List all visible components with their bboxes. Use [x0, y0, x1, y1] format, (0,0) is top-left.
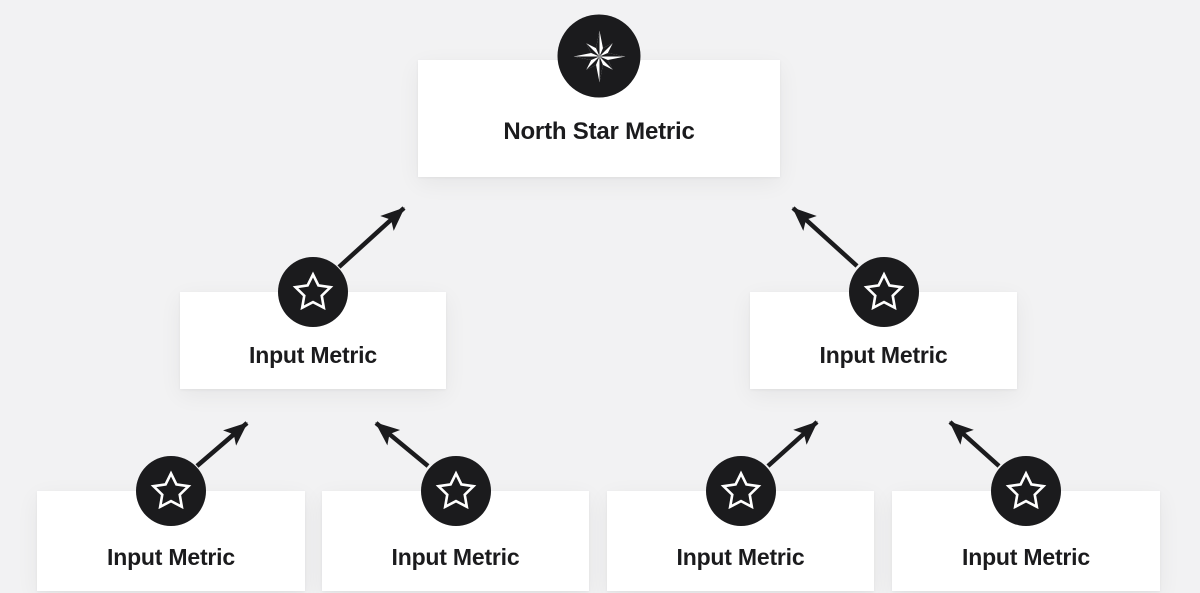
arrow-mid-right-to-root	[791, 206, 859, 268]
node-input-metric-left: Input Metric	[180, 257, 446, 389]
star-outline-icon	[150, 470, 192, 510]
star-outline-icon	[863, 271, 904, 311]
arrow-input1-to-left	[195, 421, 249, 468]
node-label: Input Metric	[819, 341, 948, 368]
input-metric-badge	[136, 456, 206, 526]
node-input-metric-right: Input Metric	[750, 257, 1017, 389]
star-outline-icon	[435, 470, 476, 510]
input-metric-badge	[420, 456, 491, 526]
node-label: Input Metric	[249, 341, 377, 368]
node-label: Input Metric	[391, 543, 520, 570]
arrow-mid-left-to-root	[337, 206, 406, 269]
node-label: North Star Metric	[503, 118, 695, 145]
north-star-badge	[557, 14, 641, 98]
arrow-input3-to-right	[766, 420, 819, 468]
node-input-metric-4: Input Metric	[892, 456, 1160, 591]
star-outline-icon	[292, 271, 334, 311]
node-input-metric-1: Input Metric	[37, 456, 305, 591]
arrow-input4-to-right	[948, 420, 1001, 468]
star-outline-icon	[720, 470, 761, 510]
node-label: Input Metric	[107, 543, 235, 570]
node-label: Input Metric	[962, 543, 1090, 570]
star-outline-icon	[1005, 470, 1047, 510]
node-input-metric-3: Input Metric	[607, 456, 874, 591]
input-metric-badge	[991, 456, 1061, 526]
input-metric-badge	[278, 257, 348, 327]
node-north-star-metric: North Star Metric	[418, 14, 780, 177]
input-metric-badge	[848, 257, 919, 327]
arrow-input2-to-left	[374, 421, 430, 468]
node-label: Input Metric	[676, 543, 805, 570]
north-star-compass-icon	[573, 30, 625, 82]
input-metric-badge	[705, 456, 776, 526]
node-input-metric-2: Input Metric	[322, 456, 589, 591]
